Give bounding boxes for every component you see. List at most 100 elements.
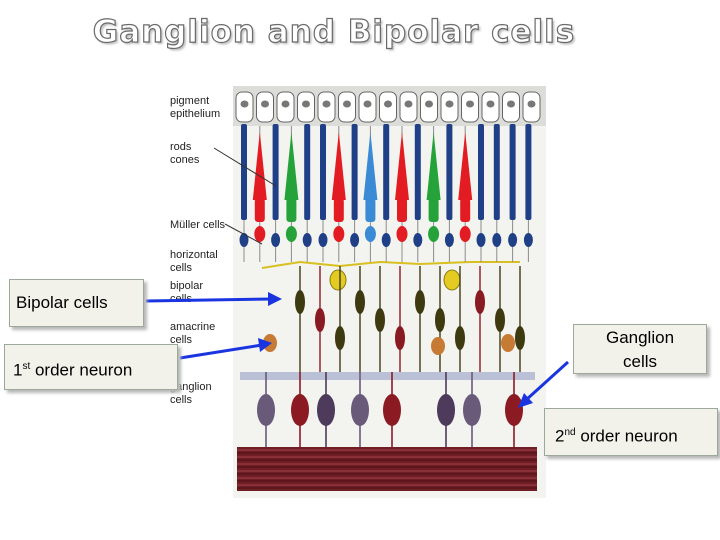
bipolar-cell-body xyxy=(415,290,425,314)
ganglion-cell-body xyxy=(257,394,275,426)
pigment-nucleus xyxy=(322,100,331,108)
rod-outer-segment xyxy=(272,124,279,220)
second-order-neuron-callout: 2nd order neuron xyxy=(544,408,718,456)
ganglion-cell-body xyxy=(463,394,481,426)
layer-label: ganglion xyxy=(170,381,212,393)
cone-inner-segment xyxy=(428,198,439,222)
cone-inner-segment xyxy=(365,198,376,222)
arrow-first-order-head xyxy=(258,338,272,352)
rod-outer-segment xyxy=(478,124,484,220)
bipolar-cell-body xyxy=(475,290,485,314)
rod-outer-segment xyxy=(493,124,500,220)
cone-inner-segment xyxy=(254,198,265,222)
arrow-first-order xyxy=(179,343,263,360)
bipolar-cell-body xyxy=(455,326,465,350)
rod-nucleus xyxy=(302,233,312,247)
first-order-text: order neuron xyxy=(30,360,133,380)
bipolar-cell-body xyxy=(495,308,505,332)
rod-nucleus xyxy=(239,233,249,247)
rod-nucleus xyxy=(413,233,423,247)
layer-label: cells xyxy=(170,394,193,406)
label-leader-line xyxy=(224,223,263,245)
cone-outer-segment xyxy=(395,132,409,200)
cone-inner-segment xyxy=(333,198,344,222)
cone-nucleus xyxy=(364,226,376,242)
cone-nucleus xyxy=(428,226,440,242)
rod-nucleus xyxy=(508,233,518,247)
horizontal-cell xyxy=(443,269,461,291)
pigment-nucleus xyxy=(363,100,372,108)
amacrine-cell xyxy=(431,337,445,355)
nerve-fiber-layer xyxy=(237,447,537,491)
second-order-number: 2 xyxy=(555,426,565,446)
rod-nucleus xyxy=(476,233,486,247)
cone-outer-segment xyxy=(284,132,299,200)
ganglion-line2: cells xyxy=(622,352,657,371)
layer-label: Müller cells xyxy=(170,219,226,231)
ganglion-cell-body xyxy=(291,394,309,426)
rod-outer-segment xyxy=(383,124,390,220)
rod-outer-segment xyxy=(525,124,532,220)
first-order-suffix: st xyxy=(22,361,31,372)
pigment-nucleus xyxy=(445,100,454,108)
layer-label: cones xyxy=(170,154,200,166)
ganglion-line1: Ganglion xyxy=(605,328,675,347)
ganglion-cell-body xyxy=(351,394,369,426)
rod-nucleus xyxy=(492,233,502,247)
cone-outer-segment xyxy=(426,132,441,200)
cone-outer-segment xyxy=(331,132,346,200)
rod-outer-segment xyxy=(320,124,326,220)
pigment-nucleus xyxy=(466,100,474,108)
ganglion-cell-body xyxy=(437,394,455,426)
bipolar-cell-body xyxy=(395,326,405,350)
rod-outer-segment xyxy=(414,124,421,220)
bipolar-cell-body xyxy=(335,326,345,350)
bipolar-cell-body xyxy=(515,326,525,350)
rod-outer-segment xyxy=(446,124,453,220)
cone-nucleus xyxy=(396,226,408,242)
bipolar-cells-callout: Bipolar cells xyxy=(9,279,144,327)
cone-nucleus xyxy=(285,226,297,242)
layer-label: rods xyxy=(170,141,192,153)
pigment-nucleus xyxy=(486,100,495,108)
bipolar-cell-body xyxy=(375,308,385,332)
pigment-nucleus xyxy=(404,100,413,108)
cone-inner-segment xyxy=(286,198,297,222)
arrow-bipolar xyxy=(145,297,273,303)
pigment-nucleus xyxy=(261,100,269,108)
rod-nucleus xyxy=(444,233,454,247)
layer-label: bipolar xyxy=(170,280,203,292)
horizontal-cell-process xyxy=(261,260,520,269)
layer-label: horizontal xyxy=(170,249,218,261)
first-order-neuron-callout: 1st order neuron xyxy=(4,344,178,390)
slide-title: Ganglion and Bipolar cells xyxy=(92,13,576,50)
layer-label: cells xyxy=(170,262,193,274)
cone-nucleus xyxy=(459,226,471,242)
rod-nucleus xyxy=(318,233,328,247)
bipolar-cell-body xyxy=(295,290,305,314)
cone-nucleus xyxy=(333,226,345,242)
rod-outer-segment xyxy=(509,124,516,220)
ganglion-cell-body xyxy=(505,394,523,426)
arrow-ganglion xyxy=(524,360,570,402)
rod-nucleus xyxy=(350,233,360,247)
cone-inner-segment xyxy=(460,198,471,222)
pigment-nucleus xyxy=(302,100,310,108)
cone-outer-segment xyxy=(252,132,267,200)
rod-nucleus xyxy=(381,233,391,247)
layer-label: amacrine xyxy=(170,321,215,333)
bipolar-cells-text: Bipolar cells xyxy=(16,293,108,312)
rod-outer-segment xyxy=(304,124,311,220)
pigment-nucleus xyxy=(507,100,515,108)
ganglion-cells-callout: Ganglion cells xyxy=(573,324,707,374)
horizontal-cell xyxy=(329,269,347,291)
first-order-number: 1 xyxy=(13,360,23,380)
cone-outer-segment xyxy=(458,132,473,200)
bipolar-cell-body xyxy=(355,290,365,314)
label-leader-line xyxy=(213,147,277,187)
layer-label: epithelium xyxy=(170,108,220,120)
layer-label: pigment xyxy=(170,95,209,107)
pigment-nucleus xyxy=(384,100,392,108)
bipolar-cell-body xyxy=(315,308,325,332)
